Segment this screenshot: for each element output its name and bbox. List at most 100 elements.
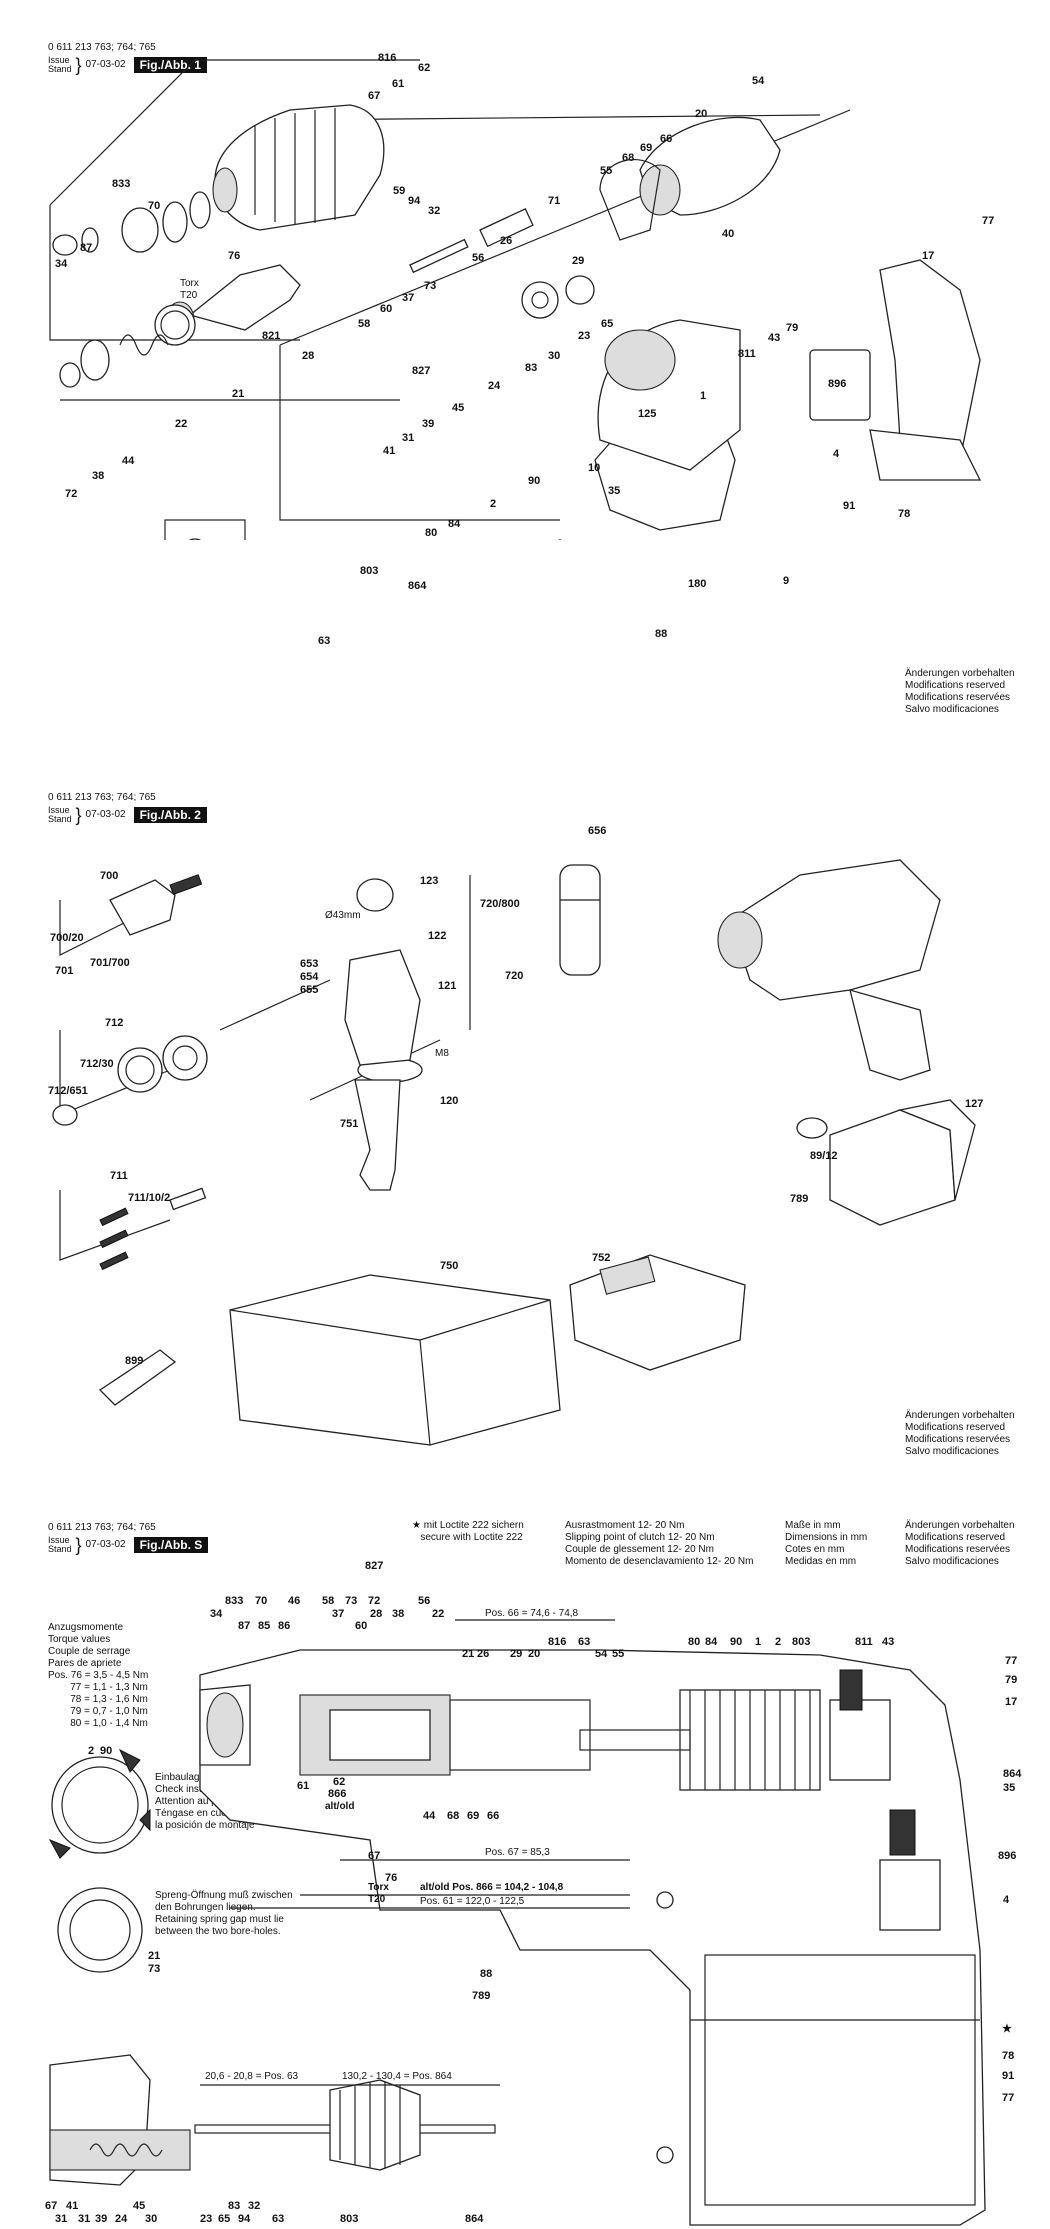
callout-125: 125 — [638, 408, 657, 420]
acc-653: 653 — [300, 958, 319, 970]
sec-77: 77 — [1005, 1655, 1018, 1667]
sec-87: 87 — [238, 1620, 251, 1632]
acc-751: 751 — [340, 1118, 359, 1130]
callout-76: 76 — [228, 250, 241, 262]
acc-89-12: 89/12 — [810, 1150, 838, 1162]
acc-701-700: 701/700 — [90, 957, 130, 969]
sec-21: 21 — [462, 1648, 475, 1660]
sec-896: 896 — [998, 1850, 1017, 1862]
acc-899: 899 — [125, 1355, 144, 1367]
sec-b803: 803 — [340, 2213, 359, 2225]
sec-58: 58 — [322, 1595, 335, 1607]
sec-b864: 864 — [465, 2213, 484, 2225]
dim-pos864: 130,2 - 130,4 = Pos. 864 — [342, 2071, 452, 2082]
fig-label-2: Fig./Abb. 2 — [133, 807, 207, 823]
modifications-notice-2: Änderungen vorbehalten Modifications res… — [905, 1410, 1015, 1457]
sec-circle-2: 2 — [88, 1745, 95, 1757]
callout-9: 9 — [783, 575, 790, 587]
acc-711-10-2: 711/10/2 — [128, 1192, 171, 1204]
sec-61: 61 — [297, 1780, 310, 1792]
callout-62: 62 — [418, 62, 431, 74]
acc-123: 123 — [420, 875, 439, 887]
sec-b30: 30 — [145, 2213, 158, 2225]
sec-63: 63 — [578, 1636, 591, 1648]
sectional-view — [48, 1619, 986, 2226]
acc-127: 127 — [965, 1098, 984, 1110]
sec-62: 62 — [333, 1776, 346, 1788]
callout-83: 83 — [525, 362, 538, 374]
sec-79: 79 — [1005, 1674, 1018, 1686]
callout-32: 32 — [428, 205, 441, 217]
callout-21: 21 — [232, 388, 245, 400]
sec-43: 43 — [882, 1636, 895, 1648]
accessories-view — [52, 859, 976, 1446]
callout-43: 43 — [768, 332, 781, 344]
acc-122: 122 — [428, 930, 447, 942]
loctite-note: ★ mit Loctite 222 sichern secure with Lo… — [412, 1520, 524, 1543]
sec-76: 76 — [385, 1872, 398, 1884]
acc-654: 654 — [300, 971, 319, 983]
sec-20: 20 — [528, 1648, 541, 1660]
issue-label: Issue — [48, 55, 70, 65]
sec-circle-90: 90 — [100, 1745, 113, 1757]
callout-24: 24 — [488, 380, 501, 392]
callout-78: 78 — [898, 508, 911, 520]
sec-78: 78 — [1002, 2050, 1015, 2062]
callout-896: 896 — [828, 378, 847, 390]
stand-label: Stand — [48, 64, 72, 74]
acc-655: 655 — [300, 984, 319, 996]
acc-700-20: 700/20 — [50, 932, 84, 944]
callout-61: 61 — [392, 78, 405, 90]
callout-65: 65 — [601, 318, 614, 330]
sec-b63: 63 — [272, 2213, 285, 2225]
callout-84: 84 — [448, 518, 461, 530]
callout-90: 90 — [528, 475, 541, 487]
sec-90: 90 — [730, 1636, 743, 1648]
sec-38: 38 — [392, 1608, 405, 1620]
sec-80: 80 — [688, 1636, 701, 1648]
sec-68: 68 — [447, 1810, 460, 1822]
sec-b24: 24 — [115, 2213, 128, 2225]
callout-44: 44 — [122, 455, 135, 467]
callout-77-top: 77 — [982, 215, 995, 227]
callout-31-a: 31 — [402, 432, 415, 444]
acc-750: 750 — [440, 1260, 459, 1272]
dim-43mm: Ø43mm — [325, 910, 361, 921]
sec-b39: 39 — [95, 2213, 108, 2225]
fig-label-s: Fig./Abb. S — [133, 1537, 209, 1553]
callout-23: 23 — [578, 330, 591, 342]
acc-712-651: 712/651 — [48, 1085, 88, 1097]
part-numbers: 0 611 213 763; 764; 765 — [48, 42, 156, 53]
sec-29: 29 — [510, 1648, 523, 1660]
sec-28: 28 — [370, 1608, 383, 1620]
acc-120: 120 — [440, 1095, 459, 1107]
sec-2: 2 — [775, 1636, 782, 1648]
modifications-notice-1: Änderungen vorbehalten Modifications res… — [905, 668, 1015, 715]
dim-pos866: alt/old Pos. 866 = 104,2 - 104,8 — [420, 1882, 564, 1893]
callout-88: 88 — [655, 628, 668, 640]
callout-816: 816 — [378, 52, 397, 64]
sec-77-bottom: 77 — [1002, 2092, 1015, 2104]
acc-712: 712 — [105, 1017, 124, 1029]
sec-17: 17 — [1005, 1696, 1018, 1708]
issue-date: 07-03-02 — [85, 59, 126, 70]
fig-label-1: Fig./Abb. 1 — [133, 57, 207, 73]
sec-73: 73 — [345, 1595, 358, 1607]
sec-816: 816 — [548, 1636, 567, 1648]
callout-17: 17 — [922, 250, 935, 262]
callout-70: 70 — [148, 200, 161, 212]
callout-79: 79 — [786, 322, 799, 334]
sec-811: 811 — [855, 1636, 873, 1648]
callout-41: 41 — [383, 445, 396, 457]
sec-b23: 23 — [200, 2213, 213, 2225]
callout-40: 40 — [722, 228, 735, 240]
callout-833: 833 — [112, 178, 131, 190]
sec-866: 866 — [328, 1788, 347, 1800]
callout-803: 803 — [360, 565, 379, 577]
sec-46: 46 — [288, 1595, 301, 1607]
sec-69: 69 — [467, 1810, 480, 1822]
sec-86: 86 — [278, 1620, 291, 1632]
